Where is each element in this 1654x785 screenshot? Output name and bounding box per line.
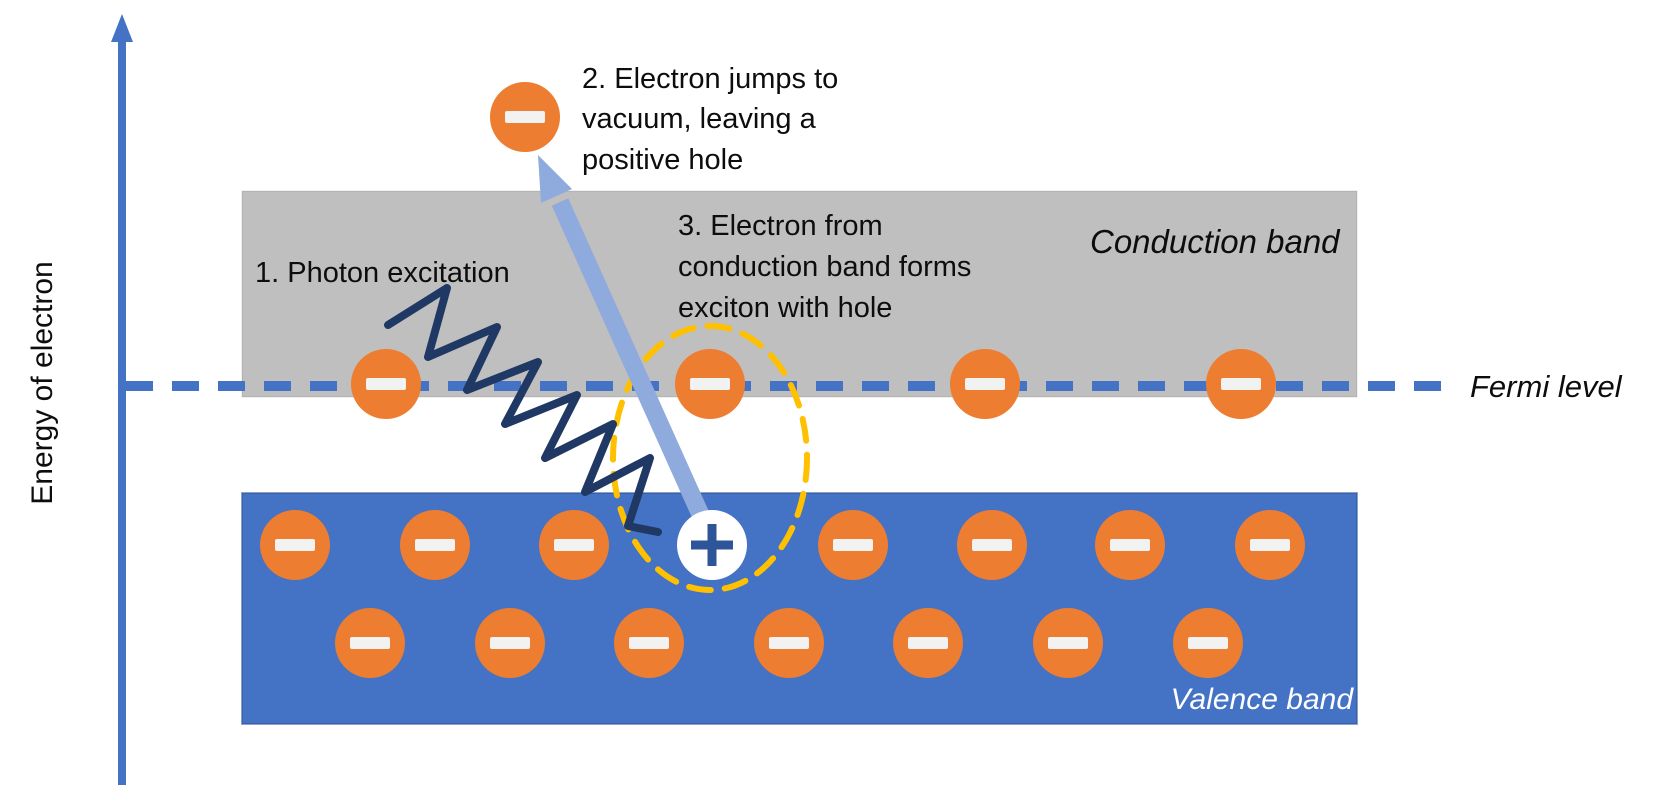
electron-icon (957, 510, 1027, 580)
annotation-step3-line3: exciton with hole (678, 292, 892, 324)
fermi-level-label: Fermi level (1470, 369, 1623, 404)
photon-wave-icon (384, 284, 662, 536)
electron-icon (1235, 510, 1305, 580)
hole-icon (677, 510, 747, 580)
exciton-ellipse-icon (610, 323, 810, 593)
electron-icon (614, 608, 684, 678)
energy-axis-arrowhead-icon (111, 14, 133, 42)
electron-icon (754, 608, 824, 678)
energy-axis: Energy of electron (26, 14, 133, 785)
valence-band-label: Valence band (1171, 683, 1355, 716)
electron-icon (335, 608, 405, 678)
electron-icon (475, 608, 545, 678)
electron-icon (539, 510, 609, 580)
annotation-step2: 2. Electron jumps to vacuum, leaving a p… (582, 63, 838, 176)
electron-icon (351, 349, 421, 419)
conduction-band-label: Conduction band (1090, 223, 1341, 260)
electron-icon (400, 510, 470, 580)
energy-axis-label: Energy of electron (26, 261, 59, 504)
annotation-step3-line1: 3. Electron from (678, 210, 883, 242)
electron-icon (893, 608, 963, 678)
annotation-step3-line2: conduction band forms (678, 251, 971, 283)
annotation-step3: 3. Electron from conduction band forms e… (678, 210, 971, 324)
electron-icon (675, 349, 745, 419)
electron-icon (1095, 510, 1165, 580)
electron-icon (1173, 608, 1243, 678)
electron-icon (490, 82, 560, 152)
jump-arrow-icon (538, 155, 711, 522)
annotation-step2-line2: vacuum, leaving a (582, 103, 817, 135)
electron-icon (818, 510, 888, 580)
annotation-step2-line1: 2. Electron jumps to (582, 63, 838, 95)
electron-icon (1033, 608, 1103, 678)
annotation-step2-line3: positive hole (582, 144, 743, 176)
annotation-step1: 1. Photon excitation (255, 257, 510, 289)
particles-layer (260, 82, 1305, 678)
electron-icon (950, 349, 1020, 419)
conduction-band-rect (241, 190, 1358, 398)
electron-icon (1206, 349, 1276, 419)
electron-icon (260, 510, 330, 580)
